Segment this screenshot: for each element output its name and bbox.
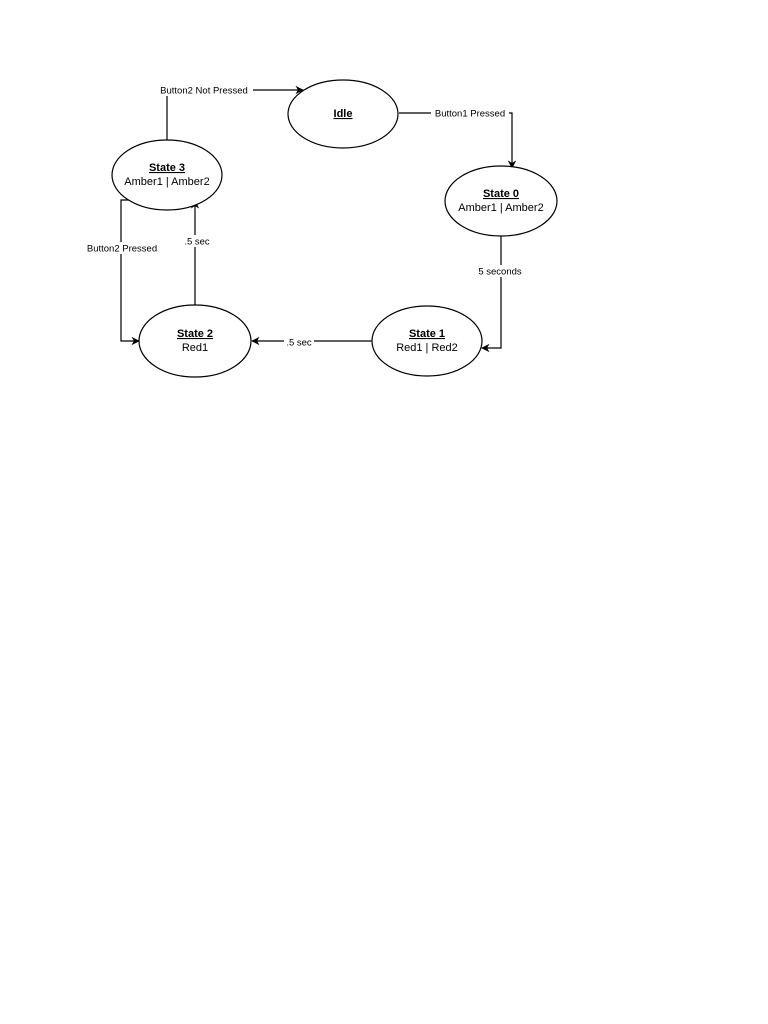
node-state3: State 3 Amber1 | Amber2 <box>111 139 223 211</box>
node-idle-name: Idle <box>334 108 353 120</box>
node-state0-detail: Amber1 | Amber2 <box>458 202 543 214</box>
edge-state3-to-state2: Button2 Pressed <box>83 199 161 346</box>
edge-label-5-seconds: 5 seconds <box>478 267 522 278</box>
node-state2: State 2 Red1 <box>138 304 252 378</box>
edge-state0-to-state1: 5 seconds <box>474 236 528 353</box>
node-state1-name: State 1 <box>409 328 445 340</box>
edge-label-button2-not-pressed: Button2 Not Pressed <box>160 86 248 97</box>
node-state3-detail: Amber1 | Amber2 <box>124 176 209 188</box>
edge-state1-to-state2: .5 sec <box>251 336 372 349</box>
edge-label-button2-pressed: Button2 Pressed <box>87 244 157 255</box>
edge-idle-to-state0: Button1 Pressed <box>399 107 517 169</box>
edge-label-half-sec-b: .5 sec <box>184 237 210 248</box>
edge-label-button1-pressed: Button1 Pressed <box>435 109 505 120</box>
node-state3-name: State 3 <box>149 162 185 174</box>
node-state2-name: State 2 <box>177 328 213 340</box>
edge-state3-to-idle: Button2 Not Pressed <box>155 84 304 140</box>
edge-state2-to-state3: .5 sec <box>182 200 212 305</box>
node-state0-name: State 0 <box>483 188 519 200</box>
node-state1: State 1 Red1 | Red2 <box>371 305 483 377</box>
node-state0: State 0 Amber1 | Amber2 <box>444 165 558 237</box>
node-state2-detail: Red1 <box>182 342 208 354</box>
node-idle: Idle <box>287 79 399 149</box>
edge-label-half-sec-a: .5 sec <box>286 338 312 349</box>
node-state1-detail: Red1 | Red2 <box>396 342 458 354</box>
